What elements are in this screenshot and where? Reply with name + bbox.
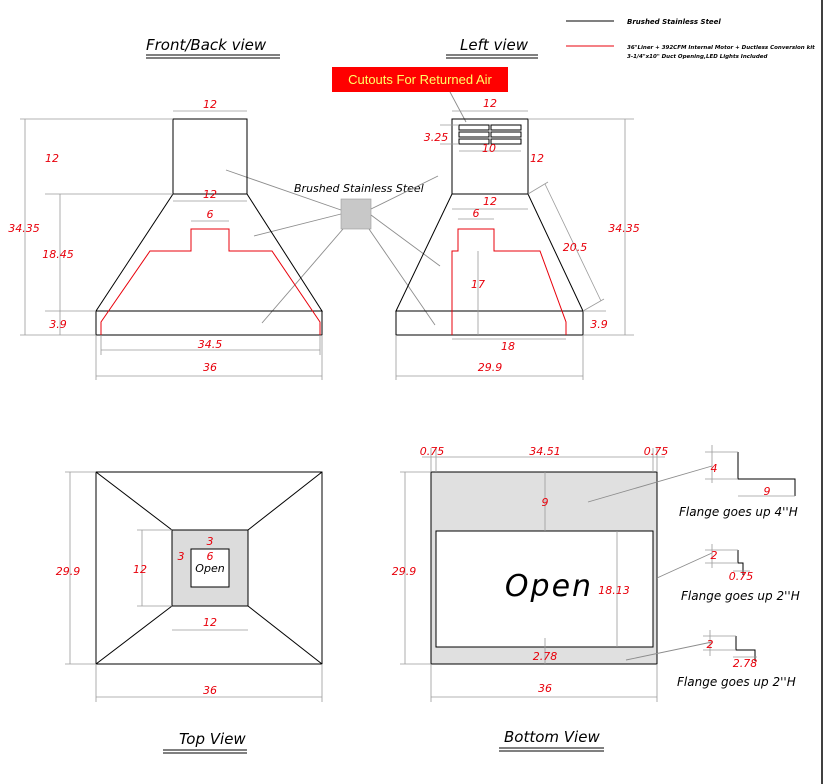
callout-box	[332, 67, 508, 92]
front-total-width-dim: 36	[203, 361, 217, 374]
left-view: 12 3.25 10 12 12 6 20.5 34.35 17 3.9 18 …	[395, 97, 640, 380]
front-chimney	[172, 118, 248, 195]
top-total-width-dim: 36	[203, 684, 217, 697]
stainless-swatch	[340, 198, 372, 230]
front-liner-width-dim: 34.5	[198, 338, 223, 351]
flange-3-width-dim: 2.78	[733, 657, 758, 670]
left-chimney-width-dim: 12	[483, 97, 497, 110]
front-base-height-dim: 3.9	[49, 318, 67, 331]
left-slope-length-dim: 20.5	[563, 241, 588, 254]
flange-2-width-dim: 0.75	[729, 570, 754, 583]
top-chimney-size-dim: 12	[133, 563, 147, 576]
left-hood-body	[395, 193, 584, 312]
left-chimney-height-dim: 12	[530, 152, 544, 165]
flange-1-height-dim: 4	[711, 462, 718, 475]
front-total-height-dim: 34.35	[8, 222, 40, 235]
bottom-left-margin-dim: 0.75	[420, 445, 445, 458]
left-view-title: Left view	[460, 36, 529, 54]
front-chimney-height-dim: 12	[45, 152, 59, 165]
top-depth-dim: 29.9	[56, 565, 81, 578]
top-opening	[190, 548, 230, 588]
bottom-open-label: Open	[505, 569, 593, 604]
left-base-height-dim: 3.9	[590, 318, 608, 331]
callout-text: Cutouts For Returned Air	[348, 72, 492, 87]
top-inner-offset-left-dim: 3	[178, 550, 185, 563]
material-callout: Brushed Stainless Steel	[225, 169, 441, 326]
flange-detail-2: 2 0.75 Flange goes up 2''H	[681, 544, 800, 603]
top-inner-offset-top-dim: 3	[207, 535, 214, 548]
cutouts-callout: Cutouts For Returned Air	[332, 67, 508, 123]
bottom-view-title: Bottom View	[504, 728, 600, 746]
bottom-total-width-dim: 36	[538, 682, 552, 695]
top-view: Open 29.9 12 3 3 6 12 36	[56, 471, 323, 702]
top-outline	[95, 471, 323, 665]
bottom-view: Open 0.75 34.51 0.75 9 29.9 18.13 2.78 3…	[392, 445, 713, 702]
bottom-opening-depth-dim: 18.13	[598, 584, 630, 597]
material-label: Brushed Stainless Steel	[294, 182, 424, 195]
left-duct-width-dim: 6	[473, 207, 480, 220]
left-hood-base	[395, 310, 584, 336]
front-chimney-width-dim: 12	[203, 98, 217, 111]
flange-3-label: Flange goes up 2''H	[677, 675, 796, 689]
top-opening-size-dim: 6	[207, 550, 214, 563]
bottom-right-margin-dim: 0.75	[644, 445, 669, 458]
flange-2-height-dim: 2	[711, 549, 718, 562]
bottom-front-flange-dim: 9	[542, 496, 549, 509]
return-air-vents	[458, 124, 522, 145]
legend-red-label: 36"Liner + 392CFM Internal Motor + Ductl…	[627, 45, 815, 51]
left-vent-height-dim: 3.25	[424, 131, 449, 144]
left-total-height-dim: 34.35	[608, 222, 640, 235]
front-duct-width-dim: 6	[207, 208, 214, 221]
front-liner	[100, 228, 321, 335]
flange-2-label: Flange goes up 2''H	[681, 589, 800, 603]
left-total-depth-dim: 29.9	[478, 361, 503, 374]
top-chimney-width-dim: 12	[203, 616, 217, 629]
left-liner	[451, 228, 567, 335]
left-liner-height-dim: 17	[471, 278, 485, 291]
front-view: 12 12 12 6 34.35 18.45 3.9 34.5 36	[8, 98, 323, 380]
left-hood-top-depth-dim: 12	[483, 195, 497, 208]
flange-detail-1: 4 9 Flange goes up 4''H	[679, 445, 798, 519]
bottom-back-flange-dim: 2.78	[533, 650, 558, 663]
view-titles: Front/Back view Left view Top View Botto…	[146, 36, 604, 754]
top-view-title: Top View	[179, 730, 246, 748]
front-hood-height-dim: 18.45	[42, 248, 74, 261]
front-hood-top-width-dim: 12	[203, 188, 217, 201]
legend: Brushed Stainless Steel 36"Liner + 392CF…	[566, 18, 815, 60]
left-vent-width-dim: 10	[482, 142, 496, 155]
front-hood-base	[95, 310, 323, 336]
left-liner-depth-dim: 18	[501, 340, 515, 353]
front-view-title: Front/Back view	[146, 36, 267, 54]
flange-3-height-dim: 2	[707, 638, 714, 651]
flange-1-width-dim: 9	[764, 485, 771, 498]
top-open-label: Open	[195, 562, 224, 575]
flange-detail-3: 2 2.78 Flange goes up 2''H	[677, 630, 796, 689]
bottom-inner-width-dim: 34.51	[529, 445, 561, 458]
flange-1-label: Flange goes up 4''H	[679, 505, 798, 519]
legend-red-label-2: 3-1/4"x10" Duct Opening,LED Lights Inclu…	[627, 54, 767, 60]
legend-black-label: Brushed Stainless Steel	[627, 18, 721, 26]
bottom-depth-dim: 29.9	[392, 565, 417, 578]
